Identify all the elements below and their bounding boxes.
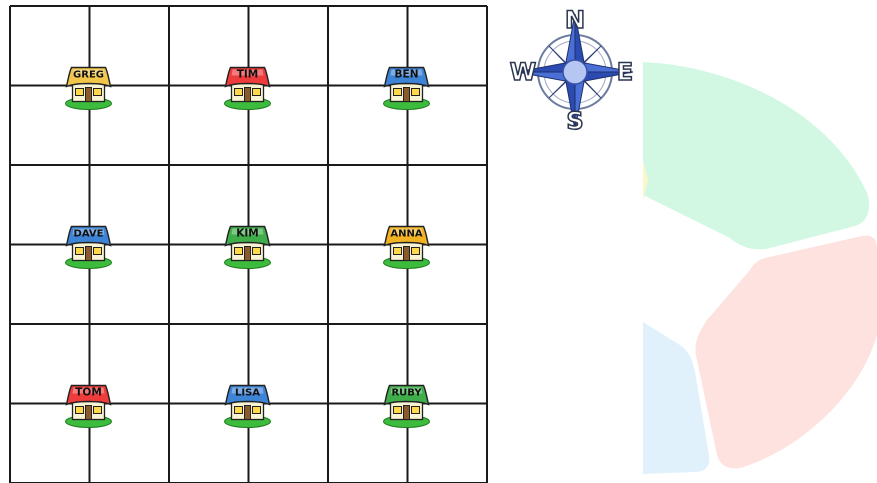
house-door	[245, 406, 251, 420]
house-door	[245, 247, 251, 261]
compass-south-label: S	[566, 107, 583, 135]
sector-red	[695, 236, 877, 469]
compass-north-label: N	[565, 6, 585, 34]
house-greg: GREG	[66, 68, 112, 110]
house-door	[86, 247, 92, 261]
house-door	[86, 406, 92, 420]
house-window	[412, 89, 420, 96]
house-name-label: TOM	[75, 387, 102, 399]
house-window	[394, 89, 402, 96]
house-window	[76, 248, 84, 255]
compass-west-label: W	[510, 58, 536, 86]
house-name-label: TIM	[237, 69, 259, 81]
house-window	[76, 89, 84, 96]
house-kim: KIM	[225, 227, 271, 269]
house-door	[404, 88, 410, 102]
house-anna: ANNA	[384, 227, 430, 269]
house-name-label: BEN	[395, 69, 419, 81]
compass-rose: N S E W	[510, 6, 633, 135]
house-window	[235, 89, 243, 96]
house-window	[412, 407, 420, 414]
house-window	[94, 89, 102, 96]
house-window	[394, 248, 402, 255]
house-ben: BEN	[384, 68, 430, 110]
house-door	[404, 406, 410, 420]
house-window	[94, 248, 102, 255]
house-tim: TIM	[225, 68, 271, 110]
house-window	[94, 407, 102, 414]
house-window	[394, 407, 402, 414]
house-name-label: GREG	[73, 70, 104, 81]
house-window	[412, 248, 420, 255]
house-door	[86, 88, 92, 102]
compass-hub	[563, 60, 587, 84]
house-dave: DAVE	[66, 227, 112, 269]
house-window	[235, 407, 243, 414]
compass-east-label: E	[617, 58, 633, 86]
house-name-label: RUBY	[391, 388, 422, 399]
house-name-label: DAVE	[74, 229, 104, 240]
house-name-label: KIM	[236, 228, 259, 240]
house-window	[253, 89, 261, 96]
house-window	[253, 407, 261, 414]
house-window	[235, 248, 243, 255]
house-name-label: LISA	[235, 388, 260, 399]
house-name-label: ANNA	[390, 229, 422, 240]
house-door	[245, 88, 251, 102]
house-tom: TOM	[66, 386, 112, 428]
house-ruby: RUBY	[384, 386, 430, 428]
house-window	[76, 407, 84, 414]
house-door	[404, 247, 410, 261]
background-sectors	[643, 62, 877, 474]
house-window	[253, 248, 261, 255]
house-lisa: LISA	[225, 386, 271, 428]
sector-green	[643, 62, 869, 249]
